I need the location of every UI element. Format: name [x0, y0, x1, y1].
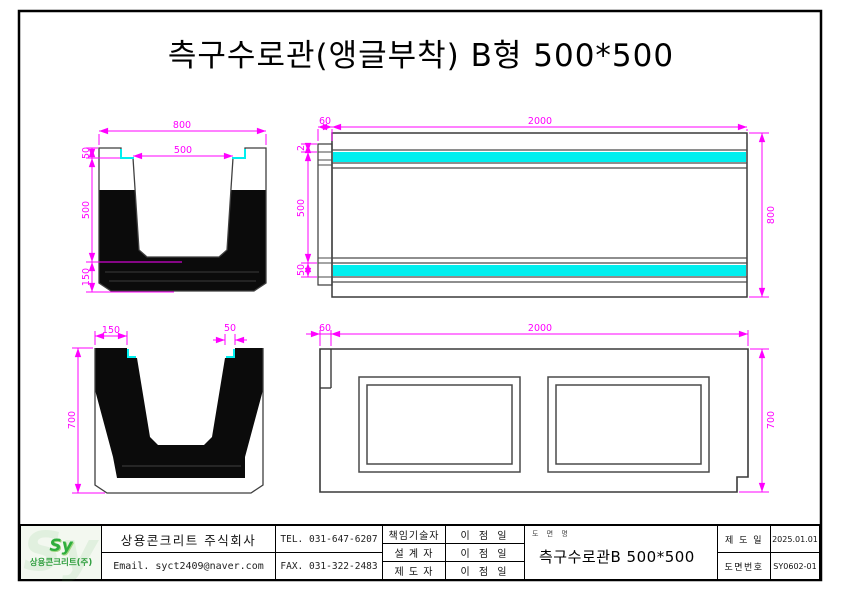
- drawing-name: 측구수로관B 500*500: [539, 547, 695, 566]
- angle-seat-right: [226, 349, 235, 358]
- dim-label: 500: [174, 145, 192, 156]
- role-names-column: 이 점 일 이 점 일 이 점 일: [445, 526, 524, 579]
- elevation-lines: [332, 149, 747, 283]
- role-name-chief-engineer: 이 점 일: [446, 526, 524, 544]
- spigot-end: [317, 143, 333, 286]
- panel-outer: [547, 376, 710, 473]
- drawing-name-cell: 도 면 명 측구수로관B 500*500: [524, 526, 717, 579]
- section-outer-outline: [94, 348, 264, 494]
- fax-number: FAX. 031-322-2483: [280, 560, 378, 572]
- page-title: 측구수로관(앵글부착) B형 500*500: [167, 38, 675, 74]
- angle-steel-right: [232, 149, 246, 159]
- dim-label: 150: [102, 325, 120, 336]
- dim-label: 2: [296, 145, 307, 151]
- dimension-labels: 60 2000 2 500 50 800: [296, 116, 777, 276]
- role-name-designer: 이 점 일: [446, 544, 524, 562]
- company-logo-icon: Sy: [49, 535, 73, 556]
- company-email: Email. syct2409@naver.com: [113, 560, 264, 572]
- angle-seat-left: [127, 349, 136, 358]
- panel-inner: [366, 384, 513, 465]
- sheet-border: [17, 9, 823, 582]
- company-logo-cell: Sy Sy 상용콘크리트(주): [21, 520, 101, 583]
- dimensions: [306, 330, 769, 493]
- drawing-name-label: 도 면 명: [532, 530, 571, 538]
- dim-label: 50: [296, 264, 307, 276]
- role-label-designer: 설 계 자: [383, 544, 445, 562]
- spigot-ticks: [318, 151, 332, 278]
- role-label-drafter: 제 도 자: [394, 567, 434, 578]
- angle-steel-band-bottom: [333, 265, 746, 276]
- upper-elevation-view: 60 2000 2 500 50 800: [296, 116, 777, 298]
- role-label-chief-engineer: 책임기술자: [383, 526, 445, 544]
- dimensions: [301, 123, 769, 298]
- dim-label: 500: [296, 199, 307, 217]
- dim-label: 500: [81, 201, 92, 219]
- drawing-number-value: SY0602-01: [773, 561, 817, 571]
- dim-label: 800: [766, 206, 777, 224]
- upper-section-view: 800 500 50 500 150: [81, 120, 267, 293]
- lower-section-view: 150 50 700: [67, 323, 264, 494]
- contact-cell: TEL. 031-647-6207 FAX. 031-322-2483: [275, 526, 382, 579]
- section-wall-fill: [99, 190, 266, 291]
- dim-label: 2000: [528, 116, 552, 127]
- dim-label: 50: [81, 147, 92, 159]
- role-labels-column: 책임기술자 설 계 자 제 도 자: [382, 526, 445, 579]
- meta-labels-column: 제 도 일 도면번호: [717, 526, 770, 579]
- role-name-drafter: 이 점 일: [460, 567, 510, 578]
- dim-label: 800: [173, 120, 191, 131]
- angle-steel-band-top: [333, 152, 746, 162]
- dim-label: 150: [81, 268, 92, 286]
- dimension-labels: 60 2000 700: [319, 323, 777, 429]
- dim-label: 2000: [528, 323, 552, 334]
- company-name: 상용콘크리트 주식회사: [102, 526, 275, 553]
- dimension-labels: 800 500 50 500 150: [81, 120, 192, 286]
- tel-number: TEL. 031-647-6207: [276, 526, 382, 553]
- drawing-date-value: 2025.01.01: [771, 526, 819, 553]
- drawing-number-label: 도면번호: [724, 562, 764, 573]
- section-wall-fill: [95, 348, 263, 478]
- panel-outer: [358, 376, 521, 473]
- meta-values-column: 2025.01.01 SY0602-01: [770, 526, 819, 579]
- drawing-date-label: 제 도 일: [718, 526, 770, 553]
- recessed-panels: [358, 376, 710, 473]
- dim-label: 700: [67, 411, 78, 429]
- dim-label: 60: [319, 116, 331, 127]
- dim-label: 50: [224, 323, 236, 334]
- elevation-outline: [319, 348, 749, 493]
- dimension-labels: 150 50 700: [67, 323, 236, 429]
- dimensions: [72, 331, 247, 494]
- company-short-name: 상용콘크리트(주): [29, 557, 93, 568]
- angle-steel-left: [120, 149, 134, 159]
- lower-elevation-view: 60 2000 700: [306, 323, 777, 493]
- dimensions: [86, 127, 267, 293]
- title-block: Sy Sy 상용콘크리트(주) 상용콘크리트 주식회사 Email. syct2…: [19, 520, 821, 583]
- dim-label: 60: [319, 323, 331, 334]
- dim-label: 700: [766, 411, 777, 429]
- panel-inner: [555, 384, 702, 465]
- company-info-cell: 상용콘크리트 주식회사 Email. syct2409@naver.com: [101, 526, 275, 579]
